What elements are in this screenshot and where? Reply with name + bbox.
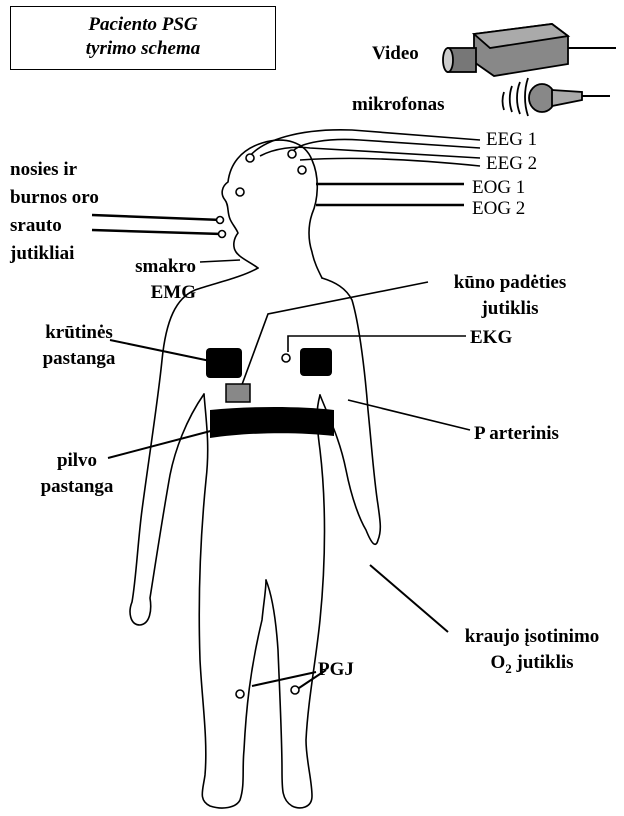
- chest-effort-label: krūtinės pastanga: [26, 320, 132, 372]
- eeg1-label: EEG 1: [486, 128, 537, 151]
- eog2-label: EOG 2: [472, 197, 525, 220]
- body-position-label: kūno padėties jutiklis: [432, 270, 588, 322]
- microphone-label: mikrofonas: [352, 93, 445, 116]
- video-label: Video: [372, 42, 419, 65]
- body-position-sensor: [226, 384, 250, 402]
- abdomen-effort-label: pilvo pastanga: [24, 448, 130, 500]
- chest-belt-right: [300, 348, 332, 376]
- spo2-label: kraujo įsotinimo O2 jutiklis: [444, 624, 620, 682]
- airflow-label: nosies ir burnos oro srauto jutikliai: [10, 156, 99, 268]
- wires: [92, 48, 616, 690]
- microphone-icon: [503, 78, 583, 116]
- body-outline: [130, 140, 380, 808]
- pgj-label: PGJ: [318, 658, 354, 681]
- arterial-pressure-label: P arterinis: [474, 422, 559, 445]
- chin-emg-label: smakro EMG: [116, 254, 196, 306]
- ekg-label: EKG: [470, 326, 512, 349]
- eeg2-label: EEG 2: [486, 152, 537, 175]
- chest-belt-left: [206, 348, 242, 378]
- eog1-label: EOG 1: [472, 176, 525, 199]
- camera-icon: [443, 24, 568, 76]
- abdomen-belt: [210, 407, 334, 438]
